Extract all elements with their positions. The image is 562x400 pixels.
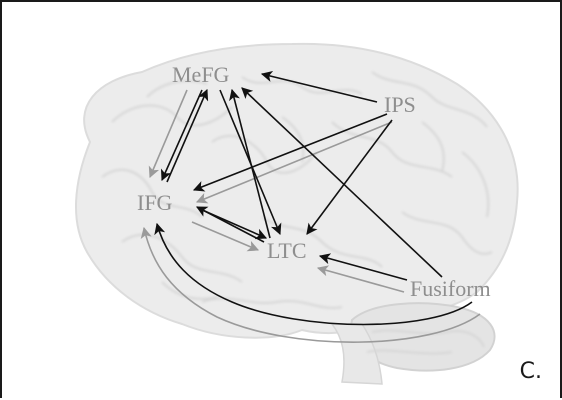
label-ips: IPS (384, 92, 416, 117)
label-ltc: LTC (267, 238, 307, 263)
label-fusiform: Fusiform (410, 276, 491, 301)
panel-letter: C. (520, 359, 542, 384)
label-ifg: IFG (137, 190, 173, 215)
label-mefg: MeFG (172, 62, 230, 87)
